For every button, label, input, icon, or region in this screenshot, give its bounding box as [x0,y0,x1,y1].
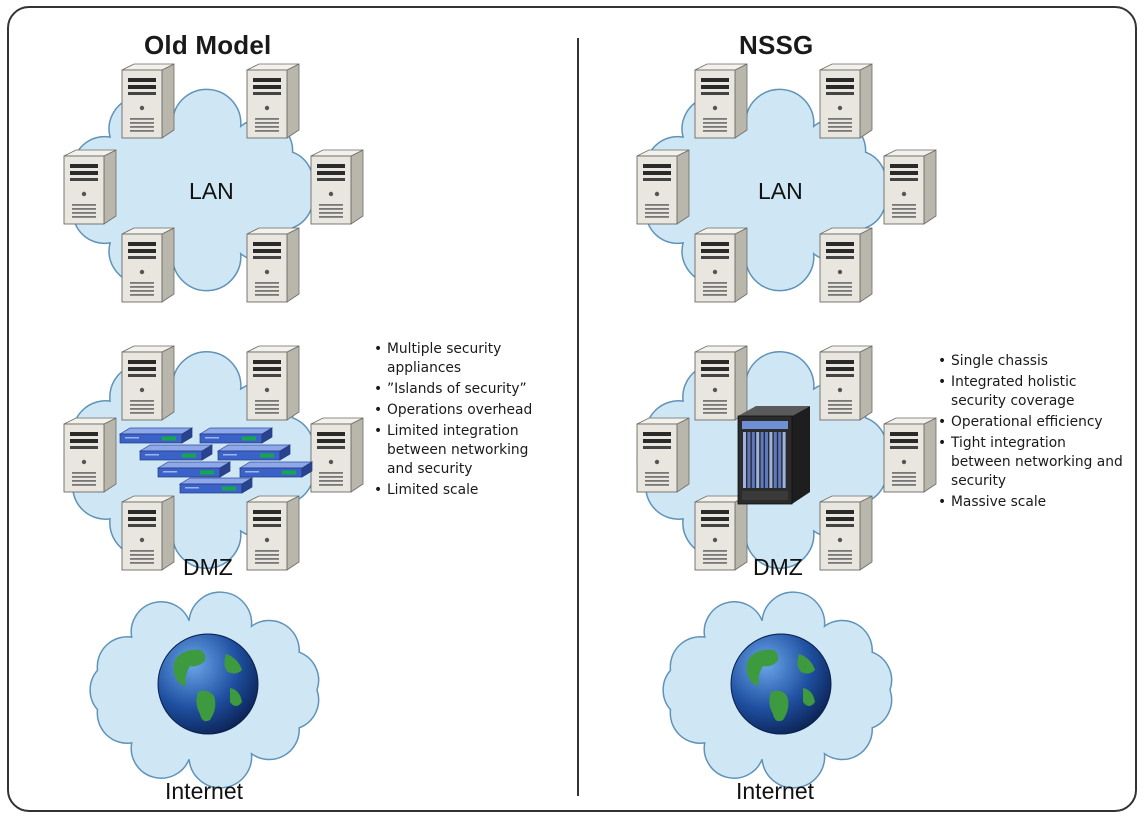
bullet-icon: • [938,435,947,451]
panel-nssg: NSSG LAN DMZ Internet •Single chassis •I… [573,0,1146,818]
server-icon [819,345,873,421]
lan-label: LAN [758,178,803,204]
server-icon [121,345,175,421]
server-icon [694,63,748,139]
internet-label: Internet [165,778,243,804]
list-item: •Operations overhead [374,402,533,418]
dmz-label: DMZ [753,554,803,580]
list-item: •Tight integration between networking an… [938,435,1123,489]
globe-icon [730,633,832,735]
bullet-icon: • [938,414,947,430]
bullet-icon: • [374,402,383,418]
security-appliances [118,427,314,494]
server-icon [694,345,748,421]
list-item: •”Islands of security” [374,381,527,397]
panel-title: NSSG [739,30,814,60]
nssg-artwork [636,63,937,789]
server-icon [121,227,175,303]
server-icon [694,495,748,571]
list-item: •Multiple security appliances [374,341,502,376]
list-item: •Integrated holistic security coverage [938,374,1077,409]
security-appliance-icon [216,444,292,461]
server-icon [246,63,300,139]
dmz-servers [636,345,937,571]
server-icon [883,417,937,493]
globe-icon [730,633,832,735]
list-item: •Limited integration between networking … [374,423,529,477]
server-icon [121,63,175,139]
bullet-icon: • [374,482,383,498]
server-icon [636,149,690,225]
server-icon [246,345,300,421]
lan-servers [636,63,937,303]
list-item: •Massive scale [938,494,1047,510]
server-icon [63,417,117,493]
bullet-icon: • [938,353,947,369]
server-icon [819,227,873,303]
dmz-label: DMZ [183,554,233,580]
panel-title: Old Model [144,30,272,60]
server-icon [121,495,175,571]
list-item: •Single chassis [938,353,1048,369]
dmz-servers [63,345,364,571]
bullet-icon: • [938,374,947,390]
lan-servers [63,63,364,303]
server-icon [246,227,300,303]
old-model-artwork [63,63,364,789]
security-appliance-icon [198,427,274,444]
bullet-icon: • [374,341,383,357]
panel-divider [577,38,579,796]
security-appliance-icon [138,444,214,461]
server-icon [636,417,690,493]
feature-list: •Single chassis •Integrated holistic sec… [938,352,1128,514]
server-icon [883,149,937,225]
server-icon [819,63,873,139]
server-icon [63,149,117,225]
globe-icon [157,633,259,735]
chassis-icon [737,406,810,505]
internet-label: Internet [736,778,814,804]
diagram-frame [7,6,1137,812]
security-appliance-icon [178,477,254,494]
server-icon [246,495,300,571]
server-icon [694,227,748,303]
server-icon [819,495,873,571]
lan-label: LAN [189,178,234,204]
feature-list: •Multiple security appliances •”Islands … [374,340,549,502]
globe-icon [157,633,259,735]
bullet-icon: • [938,494,947,510]
server-icon [310,417,364,493]
server-icon [310,149,364,225]
list-item: •Limited scale [374,482,479,498]
security-appliance-icon [238,461,314,478]
bullet-icon: • [374,423,383,439]
panel-old-model: Old Model LAN DMZ Internet •Multiple sec… [63,30,549,804]
chassis-icon [737,406,810,505]
list-item: •Operational efficiency [938,414,1103,430]
security-appliance-icon [156,461,232,478]
security-appliance-icon [118,427,194,444]
bullet-icon: • [374,381,383,397]
